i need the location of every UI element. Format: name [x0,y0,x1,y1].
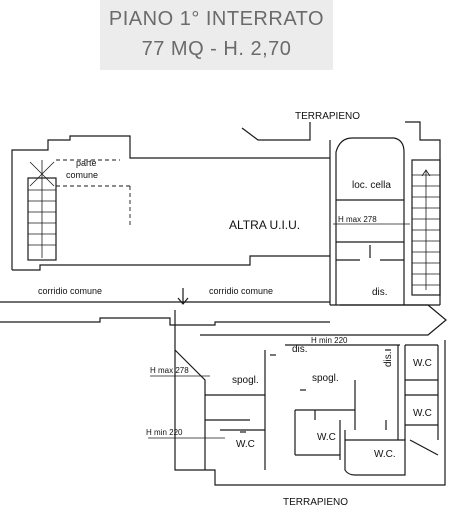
loc-cella-label: loc. cella [352,180,391,191]
parte-comune-label-2: comune [66,170,98,180]
leader-lines [148,223,410,439]
plan-title: PIANO 1° INTERRATO [108,8,325,30]
parte-comune-label-1: parte [76,158,97,168]
plan-subtitle: 77 MQ - H. 2,70 [141,38,292,60]
spogl-center-label: spogl. [312,373,339,384]
wc-left-label: W.C [236,439,255,450]
wc-right-mid-label: W.C [413,408,432,419]
wc-bottom-label: W.C. [374,449,396,460]
terrapieno-top-label: TERRAPIENO [295,111,360,122]
corridio-comune-right-label: corridio comune [209,286,273,296]
h-max-278-left-label: H max 278 [150,366,189,375]
wc-center-label: W.C [317,432,336,443]
spogl-left-label: spogl. [232,375,259,386]
altra-uiu-label: ALTRA U.I.U. [229,218,300,232]
plan-walls [0,121,447,486]
h-min-220-left-label: H min 220 [146,428,183,437]
corridio-comune-left-label: corridio comune [38,286,102,296]
h-min-220-center-label: H min 220 [311,336,348,345]
dis-center-label: dis. [292,344,308,355]
title-box: PIANO 1° INTERRATO 77 MQ - H. 2,70 [100,0,333,70]
wc-right-top-label: W.C [413,358,432,369]
terrapieno-bottom-label: TERRAPIENO [283,497,348,508]
dis-upper-label: dis. [372,287,388,298]
dis-right-label: dis. [383,351,394,367]
h-max-278-right-label: H max 278 [338,215,377,224]
